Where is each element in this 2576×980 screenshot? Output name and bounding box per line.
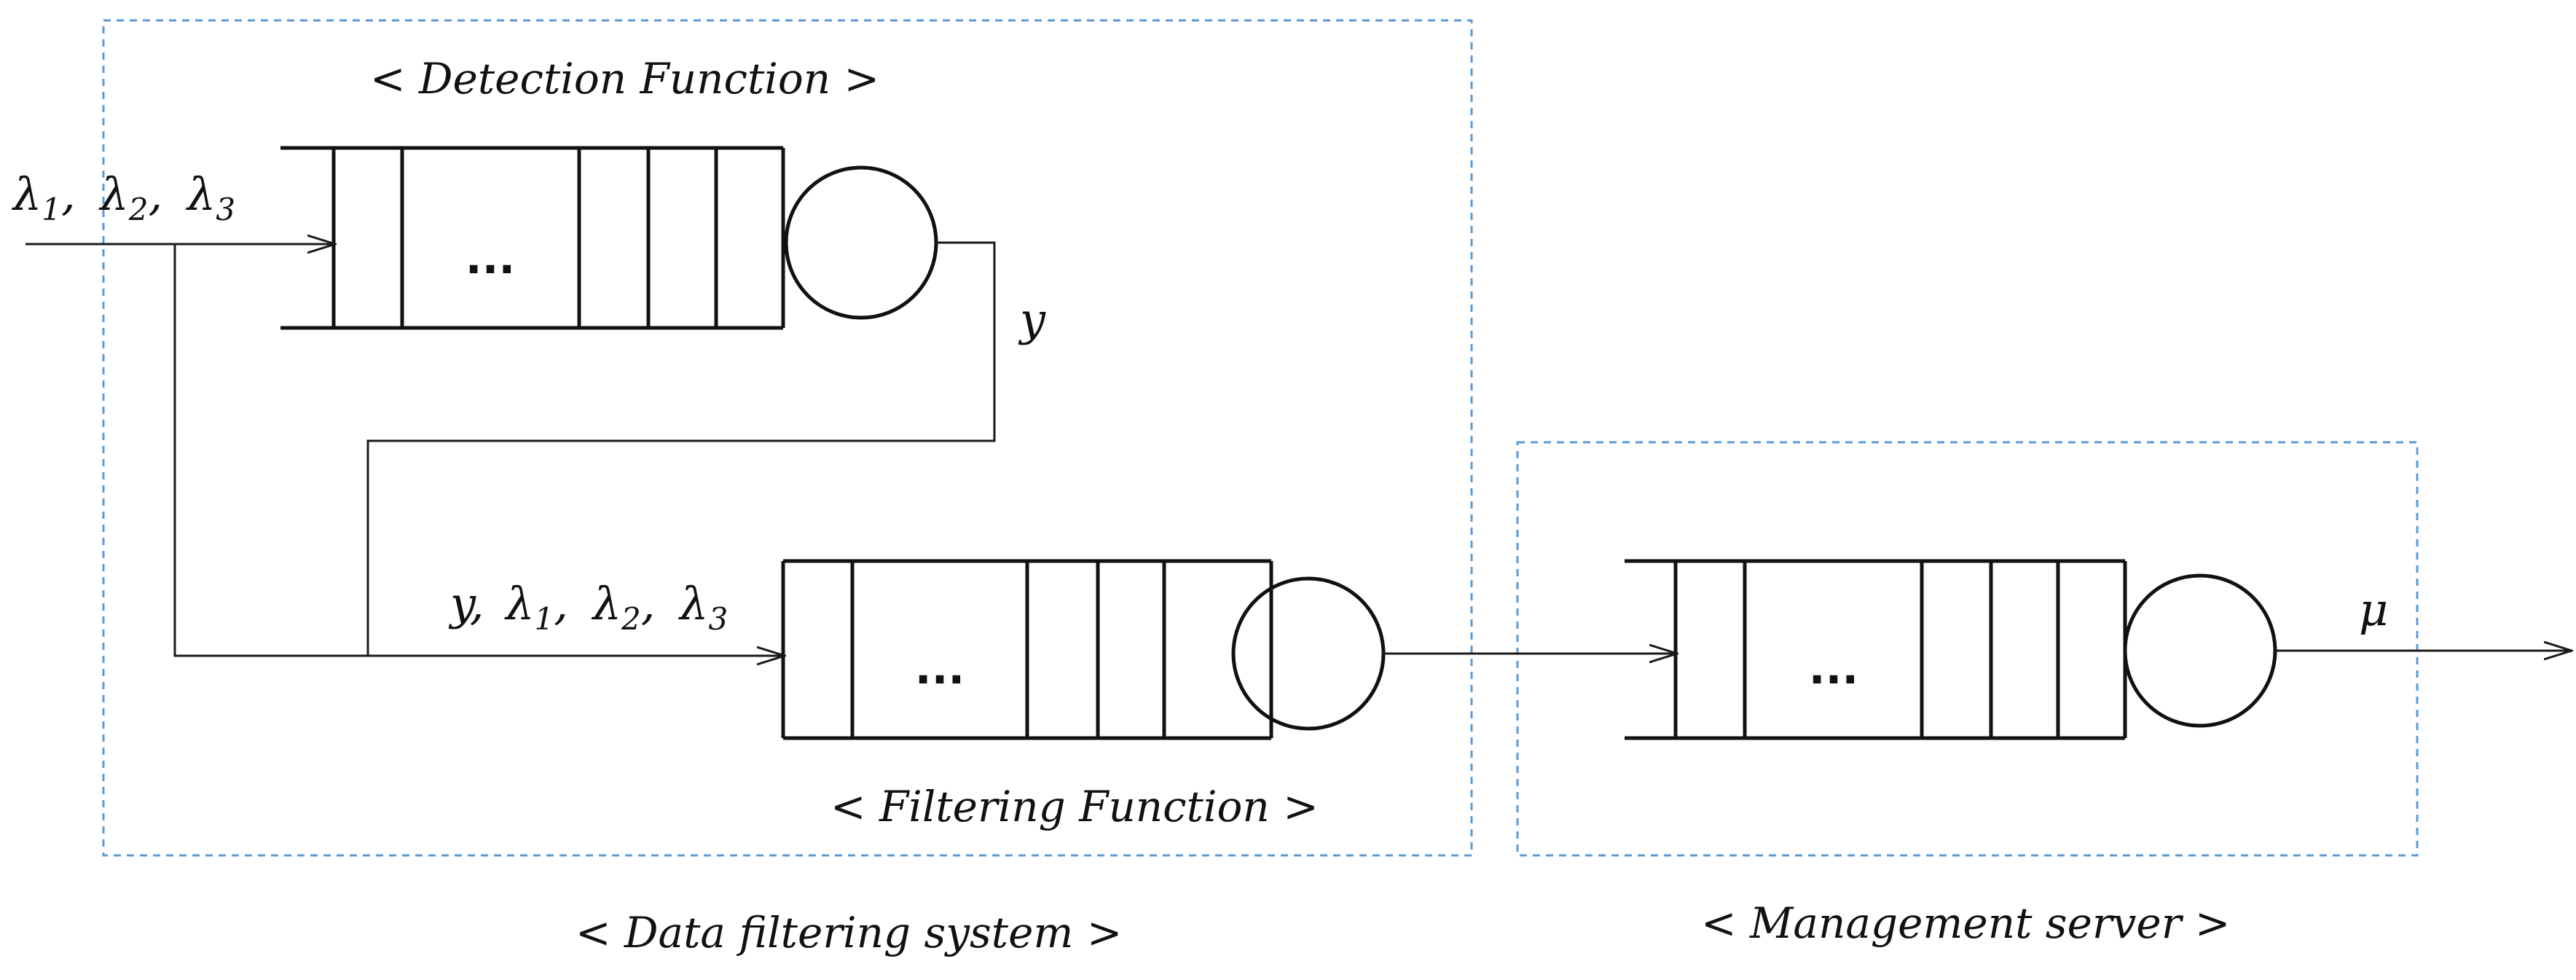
filtering-function-label: < Filtering Function > — [830, 782, 1319, 831]
input-rates-label: λ1, λ2, λ3 — [11, 168, 235, 227]
management-server-label: < Management server > — [1701, 898, 2230, 948]
management-server-node — [2123, 573, 2277, 728]
detection-queue-ellipsis: ... — [466, 233, 515, 284]
data-filtering-system-label: < Data filtering system > — [576, 908, 1122, 957]
filtering-server — [1231, 576, 1386, 731]
filtering-input-label: y, λ1, λ2, λ3 — [448, 577, 728, 637]
detection-output-line — [366, 241, 996, 656]
detection-output-label: y — [1018, 293, 1046, 346]
management-server-boundary — [1516, 441, 2419, 857]
detection-function-label: < Detection Function > — [370, 54, 879, 103]
filtering-queue: ... — [781, 559, 1386, 740]
data-filtering-system-boundary — [102, 19, 1473, 857]
detection-server — [784, 165, 938, 320]
detection-queue: ... — [280, 146, 938, 330]
filtering-queue-ellipsis: ... — [915, 643, 965, 694]
management-queue-ellipsis: ... — [1809, 643, 1858, 694]
management-queue: ... — [1625, 559, 2277, 740]
input-branch-line — [173, 244, 372, 657]
service-rate-label: μ — [2359, 583, 2388, 636]
